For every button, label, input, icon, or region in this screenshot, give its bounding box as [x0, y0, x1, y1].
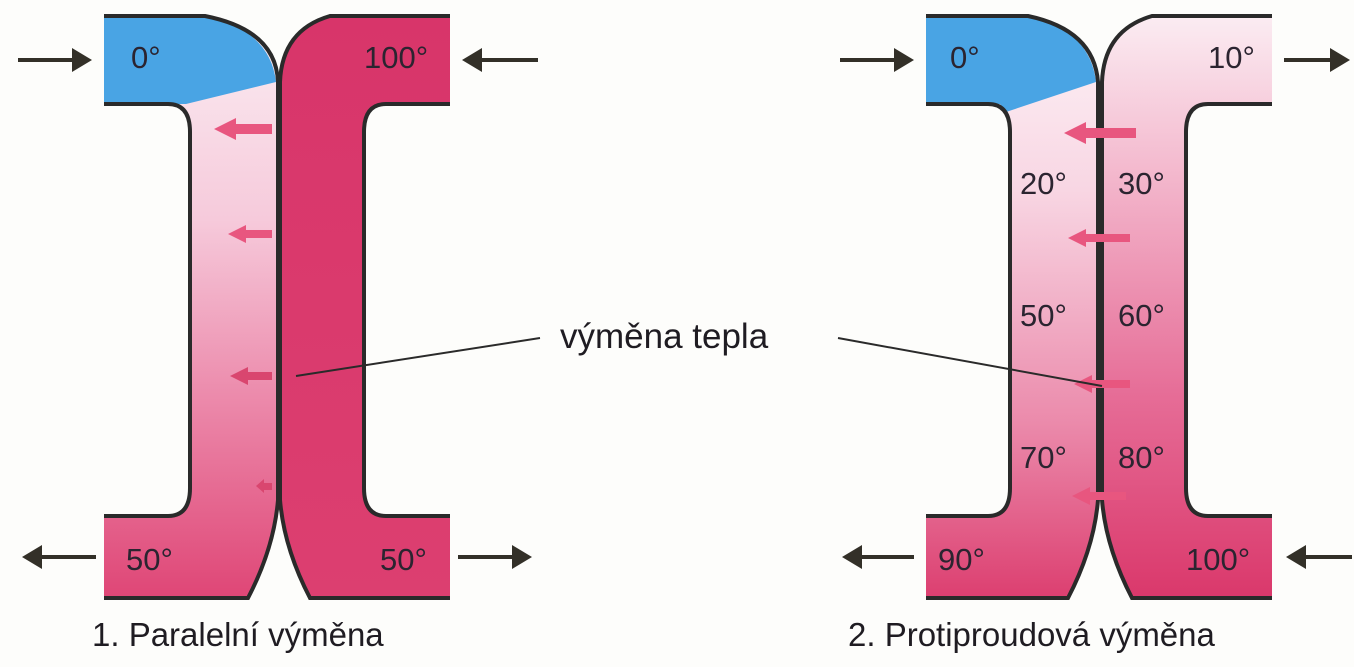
parallel-cold-in-temp: 0°: [131, 40, 161, 75]
counterflow-cold-in-temp: 0°: [950, 40, 980, 75]
heat-transfer-arrow-icon: [256, 479, 272, 493]
parallel-hot-outline: [278, 14, 450, 600]
heat-transfer-arrow-icon: [1068, 229, 1130, 247]
leader-line-left: [295, 337, 541, 377]
arrow-icon: [462, 48, 538, 72]
arrow-icon: [458, 545, 532, 569]
parallel-cold-inlet-region: [104, 16, 276, 104]
heat-exchange-label: výměna tepla: [560, 317, 769, 356]
counterflow-hot-60-temp: 60°: [1118, 298, 1165, 333]
counterflow-cold-outline: [926, 14, 1100, 600]
counterflow-caption: 2. Protiproudová výměna: [848, 616, 1216, 653]
counterflow-cold-50-temp: 50°: [1020, 298, 1067, 333]
counterflow-hot-channel: [1102, 16, 1272, 598]
heat-transfer-arrow-icon: [214, 118, 272, 140]
parallel-cold-out-temp: 50°: [126, 542, 173, 577]
counterflow-cold-70-temp: 70°: [1020, 440, 1067, 475]
center-annotation: výměna tepla: [295, 317, 1103, 387]
heat-transfer-arrow-icon: [1064, 122, 1136, 144]
parallel-caption: 1. Paralelní výměna: [92, 616, 384, 653]
counterflow-hot-in-temp: 100°: [1186, 542, 1250, 577]
leader-line-right: [837, 337, 1103, 387]
counterflow-cold-inlet-region: [926, 16, 1096, 112]
counterflow-exchanger: 0° 10° 20° 30° 50° 60° 70° 80° 90° 100° …: [840, 14, 1352, 653]
heat-transfer-arrow-icon: [1072, 487, 1126, 505]
heat-transfer-arrow-icon: [230, 367, 272, 385]
counterflow-hot-30-temp: 30°: [1118, 166, 1165, 201]
counterflow-cold-out-temp: 90°: [938, 542, 985, 577]
heat-transfer-arrow-icon: [1074, 375, 1130, 393]
parallel-hot-in-temp: 100°: [364, 40, 428, 75]
arrow-icon: [22, 545, 96, 569]
counterflow-hot-out-temp: 10°: [1208, 40, 1255, 75]
parallel-hot-out-temp: 50°: [380, 542, 427, 577]
arrow-icon: [1284, 48, 1350, 72]
heat-transfer-arrow-icon: [228, 225, 272, 243]
parallel-hot-channel: [280, 16, 450, 598]
parallel-exchanger: 0° 100° 50° 50° 1. Paralelní výměna: [18, 14, 538, 653]
arrow-icon: [18, 48, 92, 72]
arrow-icon: [840, 48, 914, 72]
arrow-icon: [1286, 545, 1352, 569]
counterflow-hot-80-temp: 80°: [1118, 440, 1165, 475]
counterflow-cold-20-temp: 20°: [1020, 166, 1067, 201]
arrow-icon: [842, 545, 914, 569]
